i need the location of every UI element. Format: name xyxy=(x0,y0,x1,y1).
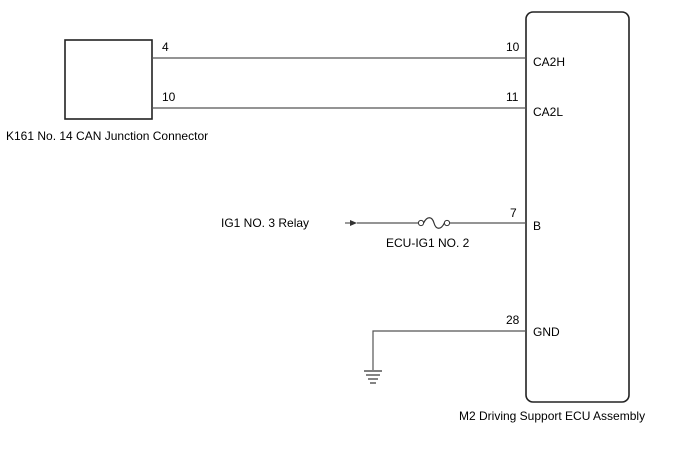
ecu-box xyxy=(525,11,630,403)
ecu-pin-b-number: 7 xyxy=(510,206,517,220)
ground-symbol-icon xyxy=(364,370,382,384)
junction-pin-ca2h-number: 4 xyxy=(162,40,169,54)
power-source-label: IG1 NO. 3 Relay xyxy=(221,216,309,230)
arrow-right-icon xyxy=(345,220,357,226)
junction-connector-box xyxy=(64,39,153,120)
ecu-pin-ca2h-name: CA2H xyxy=(533,55,565,69)
ecu-pin-ca2l-name: CA2L xyxy=(533,105,563,119)
ecu-pin-ca2h-number: 10 xyxy=(506,40,520,54)
ecu-pin-gnd-name: GND xyxy=(533,325,560,339)
fuse-symbol-icon xyxy=(417,217,451,229)
ecu-label: M2 Driving Support ECU Assembly xyxy=(459,409,645,423)
ground-wire xyxy=(372,330,526,370)
ecu-pin-b-name: B xyxy=(533,219,541,233)
ecu-pin-ca2l-number: 11 xyxy=(506,90,519,104)
fuse-label: ECU-IG1 NO. 2 xyxy=(386,236,470,250)
ecu-pin-gnd-number: 28 xyxy=(506,313,520,327)
junction-pin-ca2l-number: 10 xyxy=(162,90,176,104)
junction-connector-label: K161 No. 14 CAN Junction Connector xyxy=(6,129,208,143)
